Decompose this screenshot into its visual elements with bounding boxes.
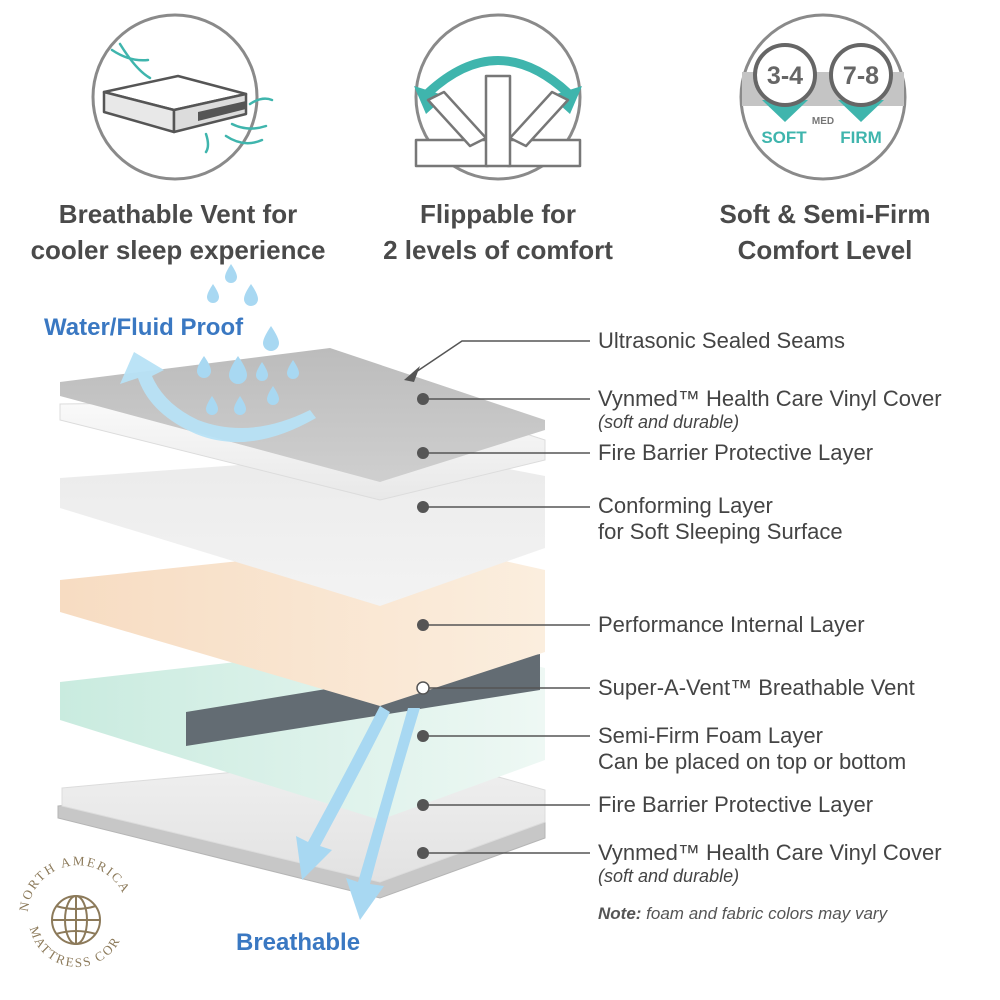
layer-label-conforming: Conforming Layer [598,493,773,518]
layer-label-semi-firm-foam: Semi-Firm Foam Layer [598,723,823,748]
water-drop-icons [197,264,299,415]
layer-label-performance: Performance Internal Layer [598,612,865,637]
feature-title-comfort: Soft & Semi-Firm Comfort Level [719,199,931,265]
layer-sublabel-top-vinyl-cover: (soft and durable) [598,412,740,432]
leader-dots [416,393,430,859]
layer-label-bottom-fire-barrier: Fire Barrier Protective Layer [598,792,874,817]
feature-title-breathable: Breathable Vent for cooler sleep experie… [30,199,326,265]
layer-sublabel-bottom-vinyl-cover: (soft and durable) [598,866,740,886]
soft-value: 3-4 [767,62,803,90]
color-disclaimer-note: Note: foam and fabric colors may vary [598,904,887,924]
firm-value: 7-8 [843,62,879,90]
firm-label: FIRM [840,128,882,147]
layer-label-semi-firm-foam-line2: Can be placed on top or bottom [598,749,907,774]
leader-lines [409,340,590,854]
layer-label-top-fire-barrier: Fire Barrier Protective Layer [598,440,874,465]
layer-conforming [60,452,545,606]
breathable-label: Breathable [236,929,361,956]
layer-label-breathable-vent: Super-A-Vent™ Breathable Vent [598,675,915,700]
med-label: MED [812,116,834,127]
soft-label: SOFT [761,128,807,147]
globe-icon [51,895,101,945]
water-repel-arrow-icon [120,352,316,443]
flip-icon [414,13,582,181]
layer-label-conforming-line2: for Soft Sleeping Surface [598,519,843,544]
seam-pointer-icon [404,366,420,382]
note-text: foam and fabric colors may vary [641,904,888,923]
mattress-layers [57,348,546,899]
breathable-arrow-icon [296,706,420,920]
layer-label-sealed-seams: Ultrasonic Sealed Seams [598,328,846,353]
note-prefix: Note: [598,904,642,923]
comfort-level-icon: 3-4 7-8 MED SOFT FIRM [739,13,907,181]
breathable-vent-icon [91,13,274,181]
feature-title-flippable: Flippable for 2 levels of comfort [383,199,613,265]
layer-label-top-vinyl-cover: Vynmed™ Health Care Vinyl Cover [598,386,942,411]
layer-label-bottom-vinyl-cover: Vynmed™ Health Care Vinyl Cover [598,840,942,865]
water-proof-label: Water/Fluid Proof [44,314,244,341]
